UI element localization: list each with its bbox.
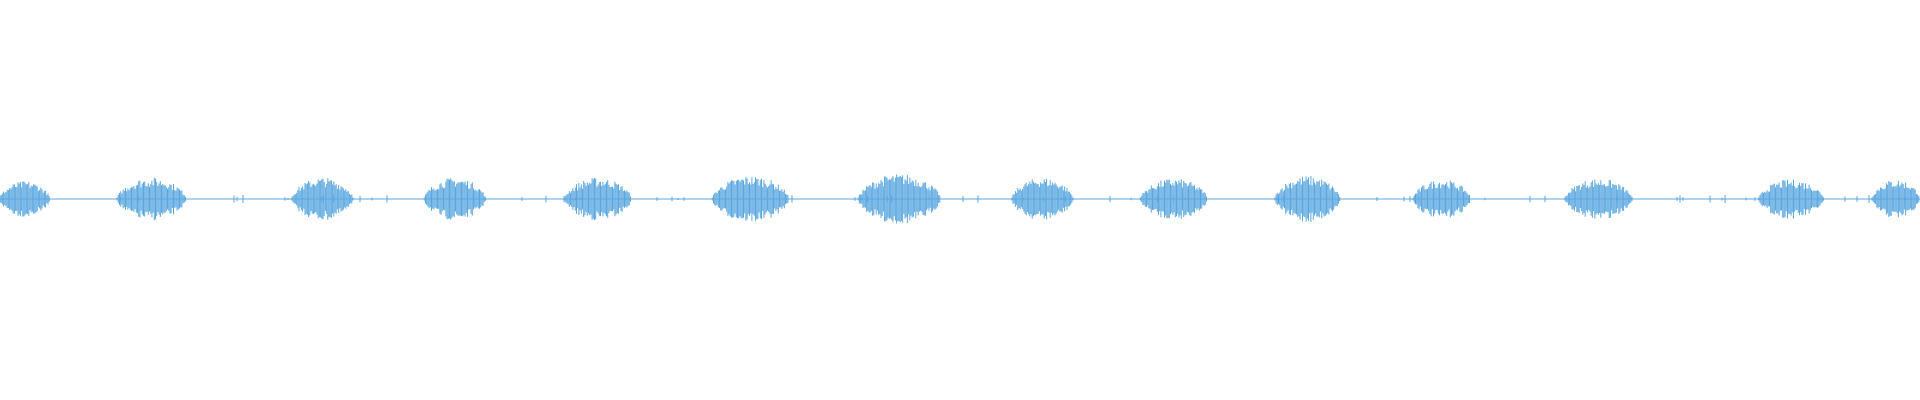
waveform-burst [0,181,50,217]
waveform-burst [1274,176,1341,222]
waveform-burst [1564,179,1632,219]
waveform-burst [1758,179,1824,219]
waveform-burst [1412,180,1470,218]
waveform-burst [1140,179,1207,219]
waveform-burst [116,177,186,221]
waveform-burst [857,174,941,224]
waveform-burst [1011,178,1074,220]
waveform-burst [711,177,789,221]
waveform-burst [291,178,354,220]
waveform-burst [423,178,486,220]
waveform-burst [564,178,631,220]
waveform-burst [1871,180,1920,218]
